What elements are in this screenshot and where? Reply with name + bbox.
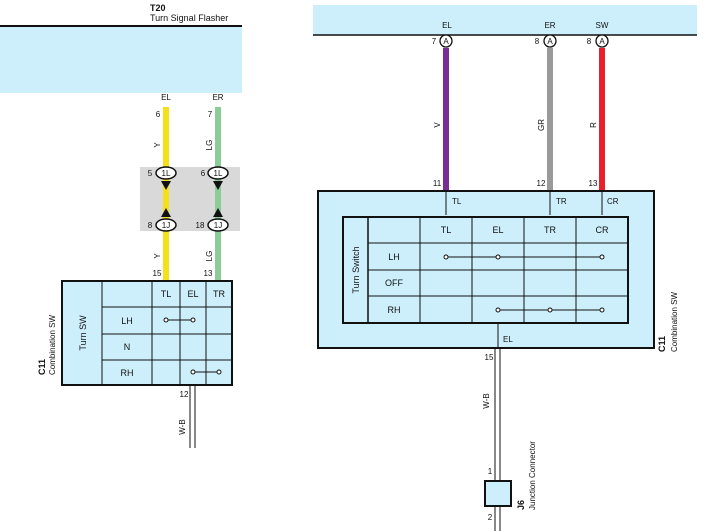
- pin-label-1l-left: 1L: [155, 166, 177, 180]
- left-col-tr: TR: [213, 289, 225, 299]
- right-bottom-num-13: 13: [589, 179, 598, 188]
- right-contact-rh: [495, 307, 605, 313]
- flasher-box: [0, 26, 242, 93]
- flasher-pin-er-num: 7: [208, 110, 213, 119]
- right-pin-el-label: EL: [442, 21, 452, 30]
- left-row-lh: LH: [121, 316, 133, 326]
- wire-color-y-top: Y: [153, 142, 162, 148]
- right-switch-id: C11: [657, 336, 667, 352]
- wire-color-y-bottom: Y: [153, 253, 162, 259]
- flasher-pin-er-label: ER: [212, 93, 223, 102]
- svg-text:1L: 1L: [214, 169, 223, 178]
- j6-junction-box: [484, 480, 512, 507]
- right-switch-table: [342, 216, 629, 324]
- flasher-id: T20: [150, 3, 166, 13]
- svg-text:1J: 1J: [214, 221, 222, 230]
- right-wire-w-b: [494, 348, 501, 531]
- right-pin-er-label: ER: [544, 21, 555, 30]
- right-col-tr: TR: [544, 225, 556, 235]
- right-contact-lh: [443, 254, 605, 260]
- wire-color-lg-top: LG: [205, 140, 214, 151]
- right-terminal-tr: TR: [556, 197, 567, 206]
- left-row-n: N: [124, 342, 131, 352]
- right-terminal-tl: TL: [452, 197, 462, 206]
- pin-label-1j-left: 1J: [155, 218, 177, 232]
- j6-pin-bottom: 2: [488, 513, 493, 522]
- right-row-off: OFF: [385, 278, 403, 288]
- left-switch-side-label: Turn SW: [78, 315, 88, 351]
- right-pin-er-num: 8: [535, 37, 540, 46]
- left-contact-lh: [163, 317, 196, 323]
- right-terminal-stubs: [445, 191, 603, 215]
- right-wire-r-label: R: [589, 122, 598, 128]
- right-col-tl: TL: [441, 225, 452, 235]
- left-col-tl: TL: [161, 289, 172, 299]
- left-bottom-pin-12: 12: [180, 390, 189, 399]
- j6-pin-top: 1: [488, 467, 493, 476]
- svg-text:A: A: [443, 37, 449, 46]
- connector-arrow-right: [213, 181, 223, 217]
- left-col-el: EL: [187, 289, 198, 299]
- left-switch-name: Combination SW: [48, 315, 57, 375]
- left-contact-rh: [190, 369, 222, 375]
- right-row-lh: LH: [388, 252, 400, 262]
- j6-id: J6: [516, 500, 526, 510]
- right-bottom-num-11: 11: [433, 179, 442, 188]
- pin-label-1j-right: 1J: [207, 218, 229, 232]
- svg-text:1J: 1J: [162, 221, 170, 230]
- right-pin-sw-conn: A: [595, 34, 609, 48]
- flasher-name: Turn Signal Flasher: [150, 13, 228, 23]
- right-col-cr: CR: [596, 225, 609, 235]
- left-row-rh: RH: [121, 368, 134, 378]
- junction-top-right-num: 6: [201, 169, 206, 178]
- right-pin-sw-num: 8: [587, 37, 592, 46]
- right-switch-side-label: Turn Switch: [351, 246, 361, 293]
- flasher-pin-el-label: EL: [161, 93, 171, 102]
- right-pin-sw-label: SW: [596, 21, 609, 30]
- left-switch-id: C11: [37, 359, 47, 375]
- switch-pin-15: 15: [153, 269, 162, 278]
- junction-bot-left-num: 8: [148, 221, 153, 230]
- right-bottom-num-12: 12: [537, 179, 546, 188]
- left-wire-w-b-label: W-B: [178, 419, 187, 434]
- flasher-pin-el-num: 6: [156, 110, 161, 119]
- right-terminal-cr: CR: [607, 197, 619, 206]
- connector-arrow-left: [161, 181, 171, 217]
- right-switch-name: Combination SW: [670, 292, 679, 352]
- right-wire-v-label: V: [433, 122, 442, 128]
- right-pin-el-conn: A: [439, 34, 453, 48]
- wire-color-lg-bottom: LG: [205, 251, 214, 262]
- right-bottom-pin-15: 15: [485, 353, 494, 362]
- right-wire-gr-label: GR: [537, 119, 546, 131]
- svg-text:1L: 1L: [162, 169, 171, 178]
- pin-label-1l-right: 1L: [207, 166, 229, 180]
- right-row-rh: RH: [388, 305, 401, 315]
- right-pin-er-conn: A: [543, 34, 557, 48]
- j6-name: Junction Connector: [528, 441, 537, 510]
- right-top-box: [313, 5, 697, 35]
- right-col-el: EL: [492, 225, 503, 235]
- left-combination-switch: [61, 280, 233, 386]
- junction-bot-right-num: 18: [196, 221, 205, 230]
- junction-top-left-num: 5: [148, 169, 153, 178]
- left-wire-w-b: [189, 385, 196, 448]
- right-pin-el-num: 7: [432, 37, 437, 46]
- right-wire-w-b-label: W-B: [482, 393, 491, 408]
- switch-pin-13: 13: [204, 269, 213, 278]
- svg-text:A: A: [547, 37, 553, 46]
- right-bottom-terminal-el: EL: [503, 335, 513, 344]
- svg-text:A: A: [599, 37, 605, 46]
